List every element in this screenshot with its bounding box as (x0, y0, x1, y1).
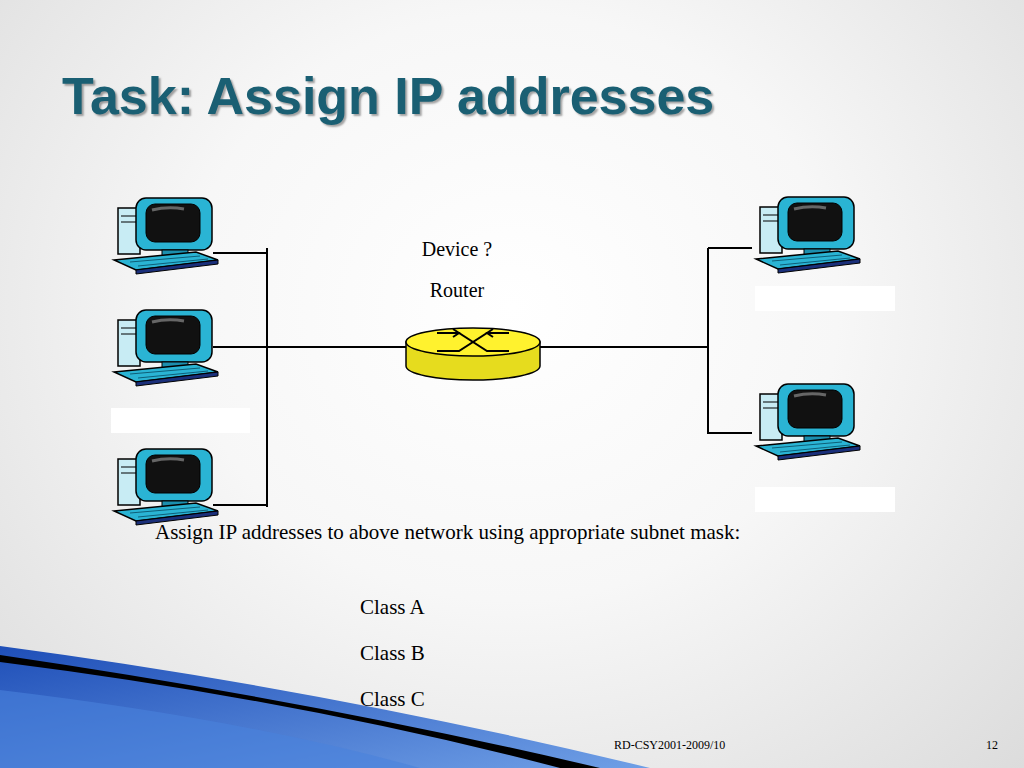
computer-icon (114, 310, 218, 386)
network-wires (213, 248, 752, 507)
slide-number: 12 (986, 738, 998, 753)
device-question: Device ? (400, 238, 514, 261)
router-device: Device ? Router (400, 238, 546, 384)
router-shape (400, 326, 546, 384)
slide-title: Task: Assign IP addresses (62, 66, 714, 126)
device-label: Router (400, 279, 514, 302)
computer-icon (114, 198, 218, 274)
address-box (111, 408, 250, 433)
corner-stripe (0, 655, 600, 768)
class-option: Class B (360, 641, 425, 666)
address-box (755, 487, 895, 512)
computer-icon (756, 384, 860, 460)
class-option: Class C (360, 687, 425, 712)
task-instruction: Assign IP addresses to above network usi… (155, 517, 835, 547)
corner-swoosh (0, 646, 650, 768)
computer-icon (114, 449, 218, 525)
class-option: Class A (360, 595, 425, 620)
footer-code: RD-CSY2001-2009/10 (614, 738, 725, 753)
address-box (755, 286, 895, 311)
corner-shade (0, 690, 420, 768)
computer-icon (756, 197, 860, 273)
